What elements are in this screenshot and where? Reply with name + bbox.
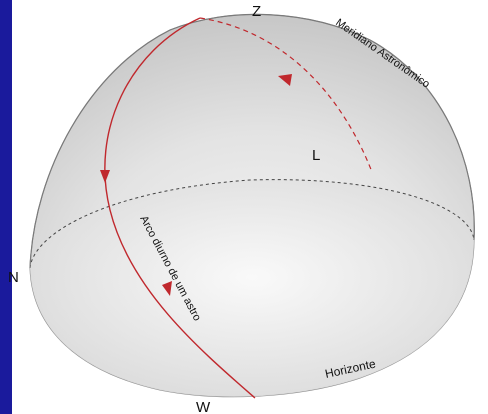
arc-arrow-back — [278, 74, 292, 86]
label-zenith: Z — [252, 3, 261, 20]
diurnal-arc-back — [199, 17, 373, 173]
arc-arrow-upper — [100, 170, 110, 183]
label-west: W — [196, 399, 211, 414]
dome-outline — [29, 13, 475, 269]
diurnal-arc-front — [104, 17, 256, 399]
label-north: N — [8, 269, 19, 286]
arc-arrow-lower — [162, 281, 172, 296]
label-east: L — [312, 147, 320, 164]
horizon-plane — [30, 179, 474, 397]
horizon-circle-back — [29, 179, 475, 269]
